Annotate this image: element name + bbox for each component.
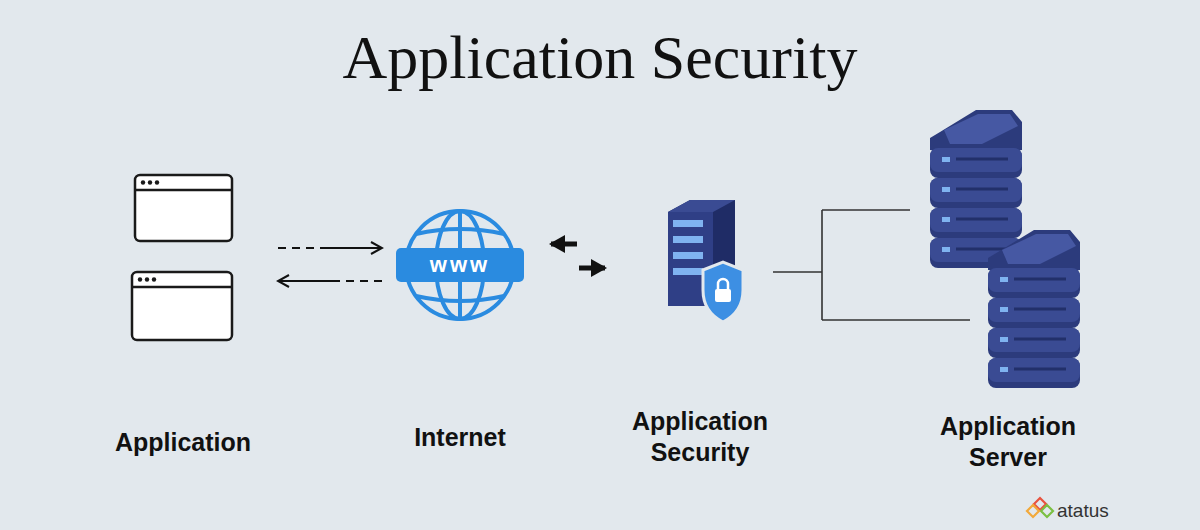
watermark: atatus bbox=[1057, 500, 1109, 522]
connector-stroke bbox=[320, 247, 382, 249]
server-stack bbox=[930, 110, 1022, 268]
connector-stroke bbox=[773, 210, 970, 320]
icon-node: Application bbox=[103, 165, 263, 458]
security-server-icon bbox=[668, 200, 743, 322]
diagram-title: Application Security bbox=[0, 22, 1200, 93]
connector-stroke bbox=[551, 242, 577, 247]
connector-stroke bbox=[579, 266, 605, 271]
connector-stroke bbox=[278, 280, 340, 282]
icon-node: Application Security bbox=[609, 195, 791, 468]
node-label: Application Security bbox=[615, 406, 785, 468]
www-text: www bbox=[430, 252, 490, 278]
connector-stroke bbox=[340, 280, 382, 282]
connector-stroke bbox=[822, 209, 910, 211]
icon-node: Internet bbox=[395, 200, 525, 453]
connector-stroke bbox=[278, 247, 320, 249]
icon-node: Application Server bbox=[912, 105, 1104, 473]
www-band bbox=[396, 248, 524, 282]
logo-mark bbox=[1027, 498, 1053, 517]
server-stack bbox=[988, 230, 1080, 388]
window-icon bbox=[132, 175, 232, 340]
connector bbox=[773, 210, 970, 320]
node-label: Application Server bbox=[918, 411, 1098, 473]
connector bbox=[551, 244, 605, 268]
node-label: Internet bbox=[414, 422, 506, 453]
connector bbox=[278, 248, 382, 281]
node-label: Application bbox=[115, 427, 251, 458]
